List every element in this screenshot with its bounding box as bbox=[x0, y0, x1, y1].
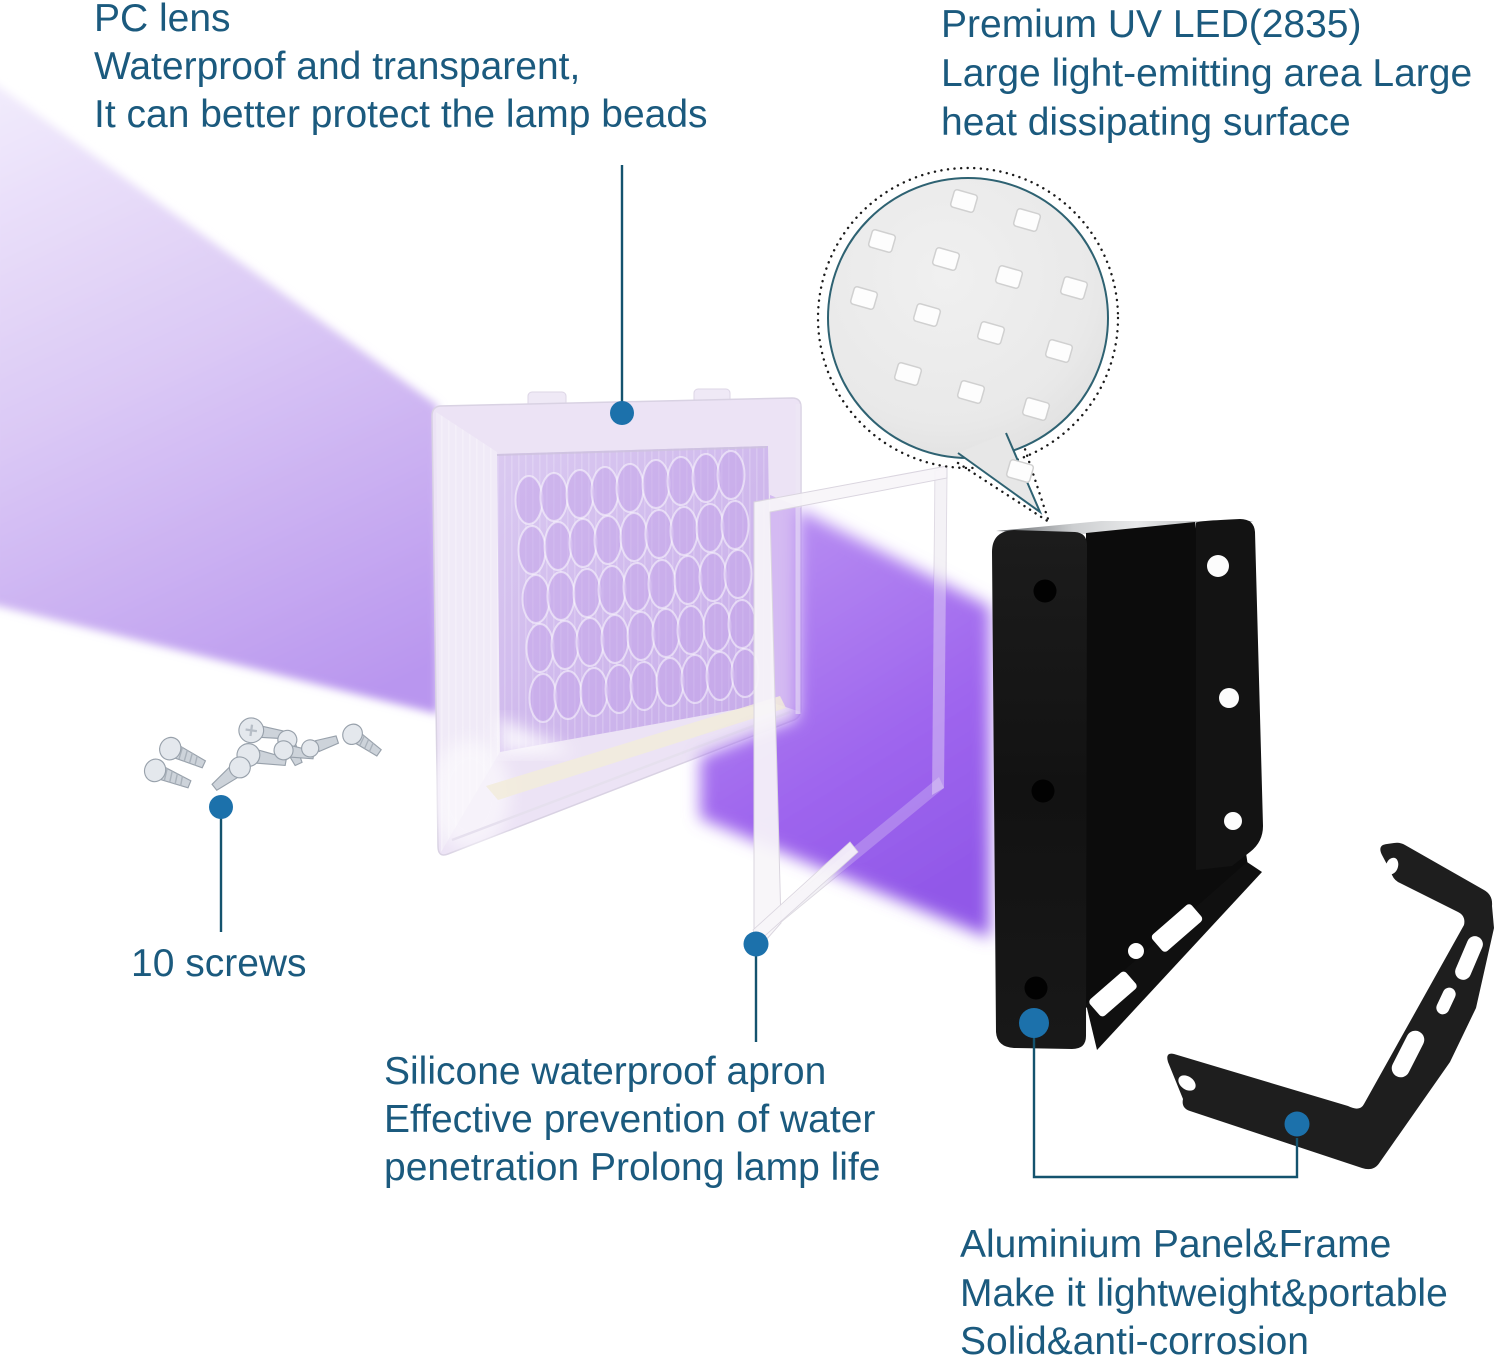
svg-text:Make it lightweight&portable: Make it lightweight&portable bbox=[960, 1272, 1448, 1315]
svg-text:Premium UV LED(2835): Premium UV LED(2835) bbox=[941, 3, 1361, 46]
svg-text:10 screws: 10 screws bbox=[131, 942, 307, 985]
svg-text:PC lens: PC lens bbox=[94, 0, 231, 40]
svg-text:Waterproof and transparent,: Waterproof and transparent, bbox=[94, 45, 580, 88]
svg-text:Silicone waterproof apron: Silicone waterproof apron bbox=[384, 1050, 826, 1093]
svg-text:Effective prevention of water: Effective prevention of water bbox=[384, 1098, 875, 1141]
svg-text:It can better protect the lamp: It can better protect the lamp beads bbox=[94, 93, 708, 136]
svg-text:heat dissipating surface: heat dissipating surface bbox=[941, 101, 1351, 144]
svg-text:Solid&anti-corrosion: Solid&anti-corrosion bbox=[960, 1320, 1309, 1355]
svg-text:penetration Prolong lamp life: penetration Prolong lamp life bbox=[384, 1146, 880, 1189]
svg-text:Large light-emitting area Larg: Large light-emitting area Large bbox=[941, 52, 1472, 95]
svg-text:Aluminium Panel&Frame: Aluminium Panel&Frame bbox=[960, 1223, 1391, 1266]
